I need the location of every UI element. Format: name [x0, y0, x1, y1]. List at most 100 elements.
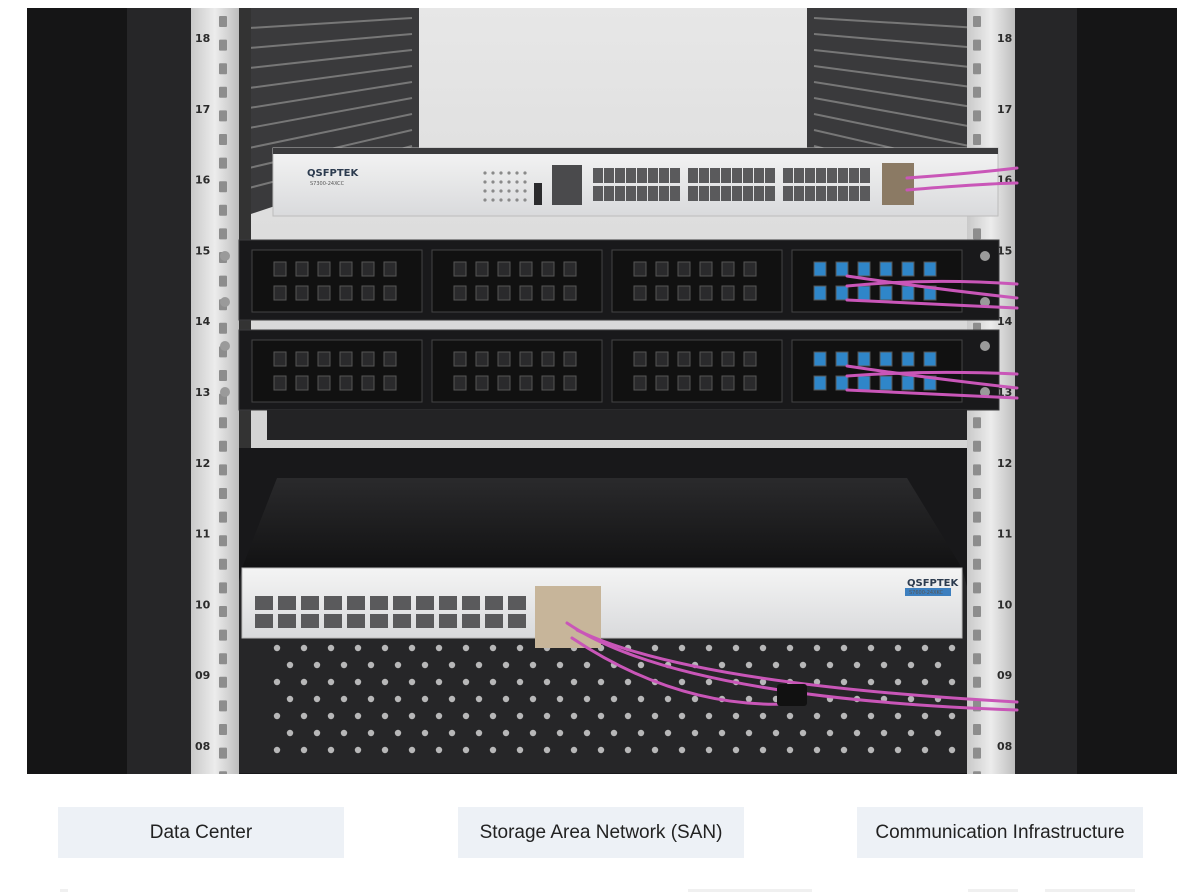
rail-hole: [219, 39, 227, 51]
vent-hole: [786, 644, 794, 652]
vent-hole: [732, 712, 740, 720]
lc-adapter: [633, 261, 647, 277]
sfp-port: [699, 186, 709, 201]
vent-hole: [853, 729, 861, 737]
vent-hole: [624, 678, 632, 686]
sfp-port: [827, 168, 837, 183]
fiber-cassette: [611, 339, 783, 403]
vent-hole: [948, 644, 956, 652]
vent-hole: [421, 695, 429, 703]
vent-hole: [799, 729, 807, 737]
rail-hole: [973, 488, 981, 499]
vent-hole: [597, 712, 605, 720]
vent-hole: [678, 746, 686, 754]
lc-adapter: [879, 261, 893, 277]
vent-hole: [381, 712, 389, 720]
vent-hole: [610, 729, 618, 737]
lc-adapter: [655, 261, 669, 277]
sfp-port: [593, 186, 603, 201]
tab-data-center[interactable]: Data Center: [58, 807, 344, 858]
lc-adapter: [295, 375, 309, 391]
lc-adapter: [541, 285, 555, 301]
sfp-port: [754, 168, 764, 183]
vent-hole: [475, 661, 483, 669]
lc-adapter: [273, 285, 287, 301]
sfp-port: [324, 614, 342, 628]
fiber-cable: [845, 364, 1019, 390]
vent-hole: [543, 712, 551, 720]
rail-hole: [219, 322, 227, 334]
vent-hole: [529, 695, 537, 703]
cable-tie: [777, 684, 807, 706]
lc-adapter: [813, 261, 827, 277]
sfp-port: [743, 168, 753, 183]
vent-hole: [759, 644, 767, 652]
vent-hole: [340, 661, 348, 669]
lc-adapter: [743, 351, 757, 367]
sfp-port: [439, 614, 457, 628]
rail-hole: [219, 724, 227, 735]
vent-hole: [286, 661, 294, 669]
vent-hole: [435, 746, 443, 754]
vent-hole: [772, 729, 780, 737]
vent-hole: [300, 712, 308, 720]
vent-hole: [813, 644, 821, 652]
status-led: [523, 180, 527, 184]
rail-hole: [219, 606, 227, 617]
lc-adapter: [901, 351, 915, 367]
sfp-port: [670, 186, 680, 201]
sfp-port: [485, 614, 503, 628]
lc-adapter: [295, 351, 309, 367]
rail-hole: [219, 181, 227, 193]
vent-hole: [597, 678, 605, 686]
status-led: [515, 180, 519, 184]
lc-adapter: [901, 375, 915, 391]
vent-hole: [934, 661, 942, 669]
status-led: [483, 180, 487, 184]
sfp-port: [626, 168, 636, 183]
vent-hole: [840, 644, 848, 652]
vent-hole: [624, 712, 632, 720]
rail-hole: [219, 63, 227, 75]
vent-hole: [327, 644, 335, 652]
status-led: [507, 180, 511, 184]
lc-adapter: [475, 351, 489, 367]
mesh-line: [248, 33, 413, 49]
status-led: [491, 189, 495, 193]
rail-hole: [219, 417, 227, 429]
vent-hole: [921, 746, 929, 754]
vent-hole: [313, 729, 321, 737]
lc-adapter: [541, 375, 555, 391]
lc-adapter: [563, 351, 577, 367]
lc-adapter: [339, 375, 353, 391]
vent-hole: [448, 695, 456, 703]
vent-hole: [934, 729, 942, 737]
vent-hole: [543, 678, 551, 686]
rail-hole: [219, 16, 227, 27]
vent-hole: [543, 746, 551, 754]
tab-communication-infrastructure[interactable]: Communication Infrastructure: [857, 807, 1143, 858]
vent-hole: [367, 661, 375, 669]
rack-unit-label: 10: [997, 598, 1013, 611]
fiber-cable: [570, 636, 789, 706]
lc-adapter: [699, 285, 713, 301]
tab-storage-area-network[interactable]: Storage Area Network (SAN): [458, 807, 744, 858]
shelf-top: [242, 478, 962, 568]
vent-hole: [597, 746, 605, 754]
rail-hole: [219, 676, 227, 688]
lc-adapter: [453, 285, 467, 301]
bottom-edge-mark-4: [1045, 889, 1135, 892]
sfp-port: [699, 168, 709, 183]
rack-unit-label: 16: [195, 174, 211, 187]
sfp-port: [347, 614, 365, 628]
sfp-port: [255, 596, 273, 610]
rail-hole: [973, 86, 981, 98]
vent-hole: [367, 729, 375, 737]
rack-unit-label: 10: [195, 598, 211, 611]
sfp-port: [659, 168, 669, 183]
status-led: [483, 171, 487, 175]
vent-hole: [516, 712, 524, 720]
vent-hole: [313, 695, 321, 703]
vent-hole: [732, 644, 740, 652]
rail-hole: [973, 110, 981, 122]
